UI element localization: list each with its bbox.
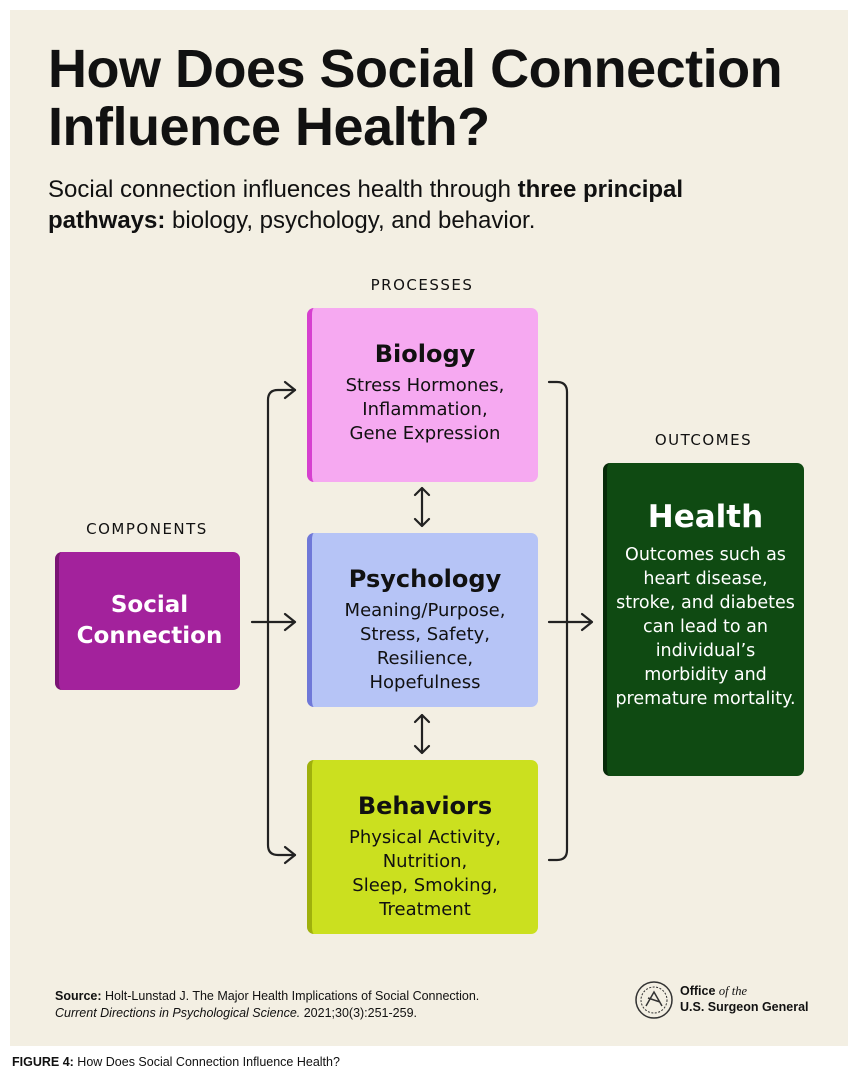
biology-item: Stress Hormones, (345, 375, 505, 396)
subtitle-text: Social connection influences health thro… (48, 176, 518, 203)
double-arrow-bio-psy (413, 486, 431, 528)
surgeon-general-seal-icon (635, 981, 673, 1019)
psychology-item: Meaning/Purpose, (344, 600, 506, 621)
behaviors-item: Sleep, Smoking, (352, 875, 498, 896)
behaviors-item: Physical Activity, (349, 827, 501, 848)
page-title: How Does Social Connection Influence Hea… (48, 39, 783, 157)
biology-item: Inflammation, (362, 399, 488, 420)
caption-label: FIGURE 4: (12, 1055, 74, 1069)
logo-office: Office (680, 984, 716, 998)
psychology-box: Psychology Meaning/Purpose, Stress, Safet… (307, 533, 538, 707)
arrow-to-health (547, 612, 594, 632)
source-citation-detail: 2021;30(3):251-259. (300, 1006, 418, 1020)
biology-title: Biology (374, 340, 476, 368)
component-line-1: Social (110, 592, 189, 618)
outcomes-label: OUTCOMES (654, 431, 753, 449)
health-description: Outcomes such as heart disease, stroke, … (615, 545, 796, 709)
arrowhead-biology (283, 380, 297, 400)
psychology-title: Psychology (348, 565, 502, 593)
subtitle: Social connection influences health thro… (48, 174, 748, 236)
psychology-item: Hopefulness (369, 672, 481, 693)
component-line-2: Connection (76, 623, 223, 649)
biology-item: Gene Expression (349, 423, 501, 444)
behaviors-item: Nutrition, (382, 851, 468, 872)
source-citation: Source: Holt-Lunstad J. The Major Health… (55, 988, 479, 1022)
health-box: Health Outcomes such as heart disease, s… (603, 463, 804, 776)
health-title: Health (647, 499, 764, 535)
behaviors-item: Treatment (379, 899, 471, 920)
title-line-2: Influence Health? (48, 97, 490, 157)
surgeon-general-logo-text: Office of the U.S. Surgeon General (680, 983, 809, 1015)
processes-label: PROCESSES (370, 276, 474, 294)
components-label: COMPONENTS (86, 520, 208, 538)
arrowhead-behaviors (283, 845, 297, 865)
caption-text: How Does Social Connection Influence Hea… (73, 1055, 340, 1069)
arrow-social-to-psychology (250, 612, 297, 632)
logo-of-the: of the (718, 984, 748, 998)
subtitle-bold: three principal pathways: (48, 176, 684, 234)
title-line-1: How Does Social Connection (48, 39, 783, 99)
source-text: Holt-Lunstad J. The Major Health Implica… (101, 989, 480, 1003)
biology-box: Biology Stress Hormones, Inflammation, Gen… (307, 308, 538, 482)
psychology-item: Stress, Safety, (359, 624, 491, 645)
source-journal: Current Directions in Psychological Scie… (55, 1006, 301, 1020)
behaviors-box: Behaviors Physical Activity, Nutrition, Sl… (307, 760, 538, 934)
source-label: Source: (55, 989, 102, 1003)
psychology-item: Resilience, (376, 648, 474, 669)
figure-caption: FIGURE 4: How Does Social Connection Inf… (12, 1055, 340, 1069)
subtitle-text-end: biology, psychology, and behavior. (165, 207, 536, 234)
double-arrow-psy-beh (413, 713, 431, 755)
logo-name: U.S. Surgeon General (680, 1000, 809, 1014)
behaviors-title: Behaviors (357, 792, 493, 820)
